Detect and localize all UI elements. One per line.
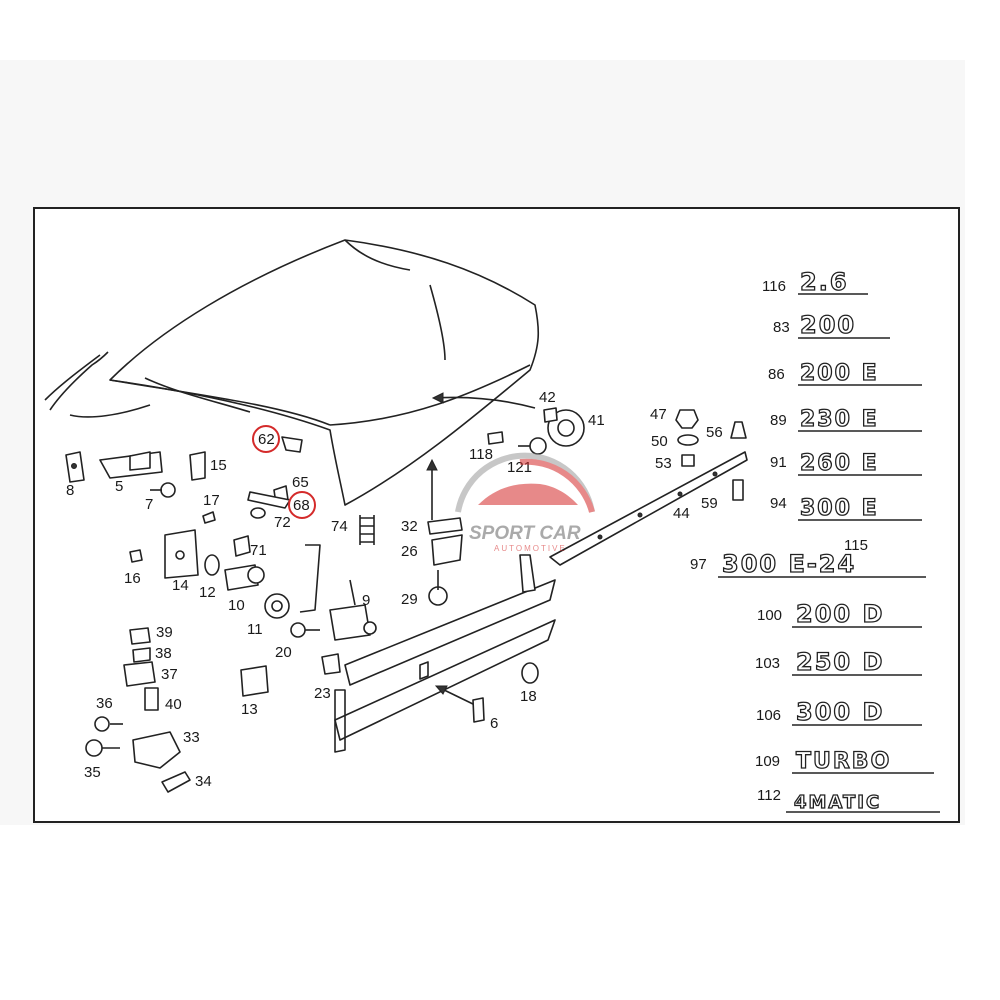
part-label: 72 (274, 514, 291, 531)
nuts-clips (675, 409, 747, 501)
watermark-title: SPORT CAR (469, 523, 581, 544)
emblem-number: 106 (756, 707, 781, 724)
emblem-number: 116 (762, 278, 786, 295)
emblem-number: 100 (757, 607, 782, 624)
part-label: 12 (199, 584, 216, 601)
part-label: 62 (258, 431, 275, 448)
part-label: 71 (250, 542, 267, 559)
part-label: 36 (96, 695, 113, 712)
part-label: 44 (673, 505, 690, 522)
part-label: 42 (539, 389, 556, 406)
part-label: 17 (203, 492, 220, 509)
watermark: SPORT CAR AUTOMOTIVE (455, 452, 595, 553)
hinge-hardware (65, 436, 377, 697)
part-label: 118 (469, 446, 493, 463)
part-label: 13 (241, 701, 258, 718)
emblem-number: 89 (770, 412, 787, 429)
emblem: 200 (800, 311, 856, 339)
emblem: 2.6 (800, 268, 849, 296)
emblem: 200 E (800, 361, 879, 386)
part-label: 5 (115, 478, 123, 495)
highlight-circle (288, 491, 316, 519)
emblem-number: 94 (770, 495, 787, 512)
emblem: 230 E (800, 407, 879, 432)
emblem: 300 E (800, 496, 879, 521)
watermark-subtitle: AUTOMOTIVE (494, 544, 567, 553)
part-label: 56 (706, 424, 723, 441)
emblem: 300 E-24 (722, 550, 856, 578)
highlight-circle (252, 425, 280, 453)
emblem-number: 112 (757, 787, 781, 804)
emblem: 250 D (796, 648, 884, 676)
emblem-number: 109 (755, 753, 780, 770)
part-label: 9 (362, 592, 370, 609)
part-label: 16 (124, 570, 141, 587)
emblem-number: 83 (773, 319, 790, 336)
part-label: 11 (247, 621, 263, 638)
emblem-number: 97 (690, 556, 707, 573)
part-label: 23 (314, 685, 331, 702)
part-label: 20 (275, 644, 292, 661)
handle-parts (487, 407, 585, 455)
part-label: 74 (331, 518, 348, 535)
emblem: 260 E (800, 451, 879, 476)
emblem-number: 86 (768, 366, 785, 383)
part-label: 47 (650, 406, 667, 423)
part-label: 37 (161, 666, 178, 683)
part-label: 29 (401, 591, 418, 608)
emblem-list: 116 2.6 83 200 86 200 E 89 230 E 91 260 … (690, 267, 940, 814)
emblem-number: 103 (755, 655, 780, 672)
part-label: 68 (293, 497, 310, 514)
part-label: 15 (210, 457, 227, 474)
rear-panel (334, 554, 556, 753)
spring (359, 515, 375, 545)
part-label: 53 (655, 455, 672, 472)
part-labels: 62 68 65 72 8 5 7 15 17 71 74 16 14 12 1… (66, 389, 723, 790)
part-label: 7 (145, 496, 153, 513)
part-label: 32 (401, 518, 418, 535)
small-fasteners (85, 627, 191, 793)
part-label: 59 (701, 495, 718, 512)
part-label: 38 (155, 645, 172, 662)
emblem: 300 D (796, 698, 884, 726)
part-label: 18 (520, 688, 537, 705)
part-label: 6 (490, 715, 498, 732)
part-label: 8 (66, 482, 74, 499)
part-label: 10 (228, 597, 245, 614)
part-label: 39 (156, 624, 173, 641)
part-label: 50 (651, 433, 668, 450)
lock-mechanism (427, 517, 463, 606)
emblem: TURBO (796, 749, 891, 774)
emblem: 4MATIC (794, 792, 881, 813)
part-label: 41 (588, 412, 605, 429)
trim-strip (549, 451, 748, 566)
part-label: 26 (401, 543, 418, 560)
part-label: 35 (84, 764, 101, 781)
emblem-number: 91 (770, 454, 787, 471)
part-label: 65 (292, 474, 309, 491)
part-label: 33 (183, 729, 200, 746)
trunk-lid (44, 239, 540, 506)
emblem: 200 D (796, 600, 884, 628)
part-label: 34 (195, 773, 212, 790)
part-label: 40 (165, 696, 182, 713)
part-label: 14 (172, 577, 189, 594)
emblem-number: 115 (844, 537, 868, 554)
